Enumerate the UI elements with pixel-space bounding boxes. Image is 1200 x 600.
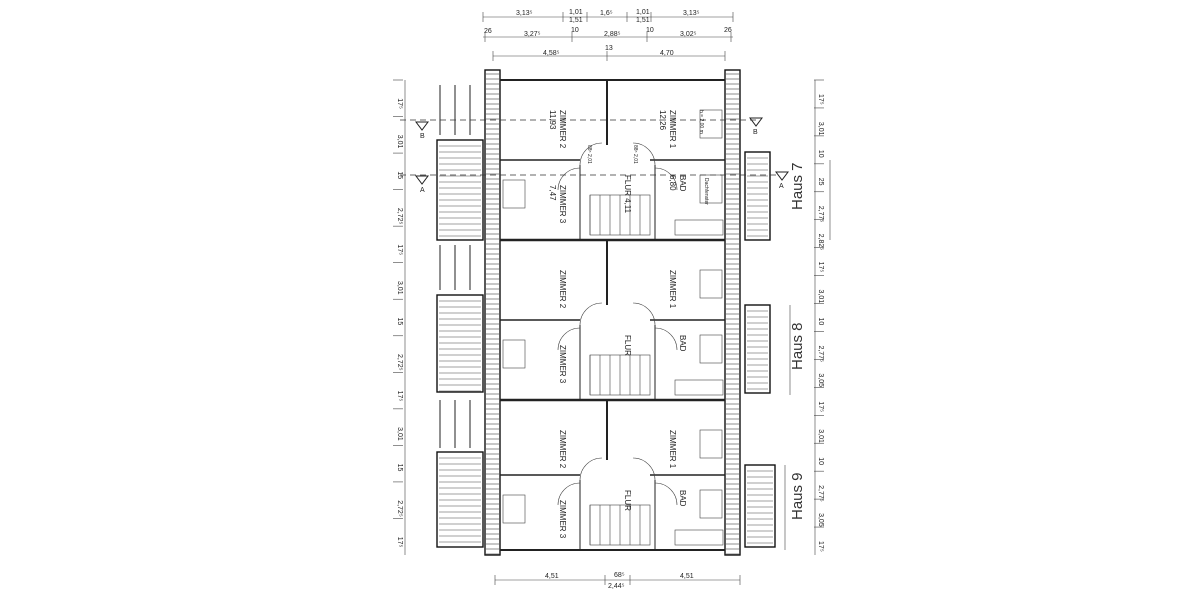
- room-area: 11,93: [548, 110, 557, 130]
- dim-left-12: 2,72⁵: [396, 500, 403, 517]
- section-marker-b-right: B: [753, 129, 758, 136]
- dim-right-6: 2,82⁵: [817, 234, 824, 251]
- dim-top-9: 3,27⁵: [524, 31, 541, 38]
- dim-top-13: 3,02⁵: [680, 31, 697, 38]
- dim-right-4: 25: [817, 178, 824, 186]
- room-label: FLUR: [623, 335, 632, 356]
- room-label: BAD: [678, 335, 687, 352]
- room-area: 6,80: [668, 175, 677, 191]
- dim-top-7: 3,13⁵: [683, 10, 700, 17]
- dim-left-7: 15: [396, 318, 403, 326]
- dim-right-10: 2,77⁵: [817, 345, 824, 362]
- dim-top-5: 1,01: [636, 9, 650, 16]
- dim-left-4: 2,72⁵: [396, 208, 403, 225]
- dim-top-4: 1,6⁵: [600, 10, 613, 17]
- dim-top-15: 4,58⁵: [543, 50, 560, 57]
- dim-top-6: 1,51: [636, 17, 650, 24]
- dim-left-13: 17⁵: [396, 537, 403, 548]
- dim-top-3: 1,51: [569, 17, 583, 24]
- dim-bottom-2: 68⁵: [614, 572, 625, 579]
- room-label: ZIMMER 3: [558, 185, 567, 224]
- dim-right-9: 10: [817, 318, 824, 326]
- dim-right-17: 17⁵: [817, 541, 824, 552]
- side-dimension-lines: [404, 80, 831, 555]
- dim-right-15: 2,77⁵: [817, 485, 824, 502]
- dim-bottom-4: 4,51: [680, 573, 694, 580]
- house-label: Haus 8: [789, 322, 806, 370]
- section-marker-b-left: B: [420, 133, 425, 140]
- room-area: 12,26: [658, 110, 667, 131]
- dim-top-8: 26: [484, 28, 492, 35]
- left-balconies: [436, 85, 484, 548]
- dim-top-11: 2,88⁵: [604, 31, 621, 38]
- room-label: ZIMMER 2: [558, 430, 567, 469]
- left-dimensions: 17⁵ 3,01 15 2,72⁵ 17⁵ 3,01 15 2,72⁵ 17⁵ 3,01 15 2,7…: [393, 79, 403, 548]
- dim-left-5: 17⁵: [396, 244, 403, 255]
- plan-note: 88⁵ 2,01: [586, 145, 592, 164]
- room-label: ZIMMER 3: [558, 345, 567, 384]
- house-label: Haus 7: [789, 162, 806, 210]
- room-label: FLUR 4,11: [623, 175, 632, 214]
- room-label: BAD: [678, 490, 687, 507]
- dim-right-12: 17⁵: [817, 401, 824, 412]
- dim-left-10: 3,01: [396, 427, 403, 441]
- plan-note: h = 2,00 m: [698, 110, 704, 134]
- dim-top-17: 4,70: [660, 50, 674, 57]
- room-label: ZIMMER 2: [558, 270, 567, 309]
- dim-right-8: 3,01: [817, 290, 824, 304]
- plan-note: Dachfenster: [703, 178, 709, 205]
- dim-top-2: 1,01: [569, 9, 583, 16]
- room-label: BAD: [678, 175, 687, 192]
- dim-left-3: 15: [396, 171, 403, 179]
- dim-bottom-1: 4,51: [545, 573, 559, 580]
- section-marker-a-left: A: [420, 187, 425, 194]
- dim-left-8: 2,72⁵: [396, 354, 403, 371]
- dim-right-16: 3,05: [817, 513, 824, 527]
- right-balconies: [744, 151, 776, 548]
- dim-top-16: 13: [605, 45, 613, 52]
- dim-left-11: 15: [396, 464, 403, 472]
- dim-top-12: 10: [646, 27, 654, 34]
- dim-top-14: 26: [724, 27, 732, 34]
- dim-top-1: 3,13⁵: [516, 10, 533, 17]
- room-label: ZIMMER 3: [558, 500, 567, 539]
- dim-right-2: 3,01: [817, 122, 824, 136]
- room-label: ZIMMER 1: [668, 110, 677, 149]
- dim-left-2: 3,01: [396, 135, 403, 149]
- dim-right-11: 3,05: [817, 373, 824, 387]
- dim-left-9: 17⁵: [396, 391, 403, 402]
- right-dimensions: 17⁵ 3,01 10 25 2,77⁵ 2,82⁵ 17⁵ 3,01 10 2,77⁵ 3,05 1…: [814, 79, 824, 552]
- house-8: ZIMMER 2 ZIMMER 1 ZIMMER 3 FLUR BAD Haus 8: [500, 240, 806, 400]
- bottom-dimensions: 4,51 68⁵ 2,44⁵ 4,51: [494, 572, 741, 590]
- plan-note: 88⁵ 2,01: [632, 145, 638, 164]
- dim-left-6: 3,01: [396, 281, 403, 295]
- dim-left-1: 17⁵: [396, 98, 403, 109]
- dim-bottom-3: 2,44⁵: [608, 583, 625, 590]
- dim-right-13: 3,01: [817, 429, 824, 443]
- dim-right-7: 17⁵: [817, 262, 824, 273]
- house-9: ZIMMER 2 ZIMMER 1 ZIMMER 3 FLUR BAD Haus 9: [500, 400, 806, 550]
- section-markers: B A B A: [415, 117, 789, 194]
- building-outline: [400, 69, 780, 556]
- room-label: ZIMMER 1: [668, 270, 677, 309]
- section-marker-a-right: A: [779, 183, 784, 190]
- room-label: ZIMMER 1: [668, 430, 677, 469]
- room-label: ZIMMER 2: [558, 110, 567, 149]
- house-label: Haus 9: [789, 472, 806, 520]
- dim-top-10: 10: [571, 27, 579, 34]
- dim-right-5: 2,77⁵: [817, 206, 824, 223]
- room-label: FLUR: [623, 490, 632, 511]
- dim-right-3: 10: [817, 150, 824, 158]
- top-dimensions: 3,13⁵ 1,01 1,51 1,6⁵ 1,01 1,51 3,13⁵ 26 …: [482, 9, 734, 61]
- room-area: 7,47: [548, 185, 557, 201]
- dim-right-14: 10: [817, 457, 824, 465]
- dim-right-1: 17⁵: [817, 94, 824, 105]
